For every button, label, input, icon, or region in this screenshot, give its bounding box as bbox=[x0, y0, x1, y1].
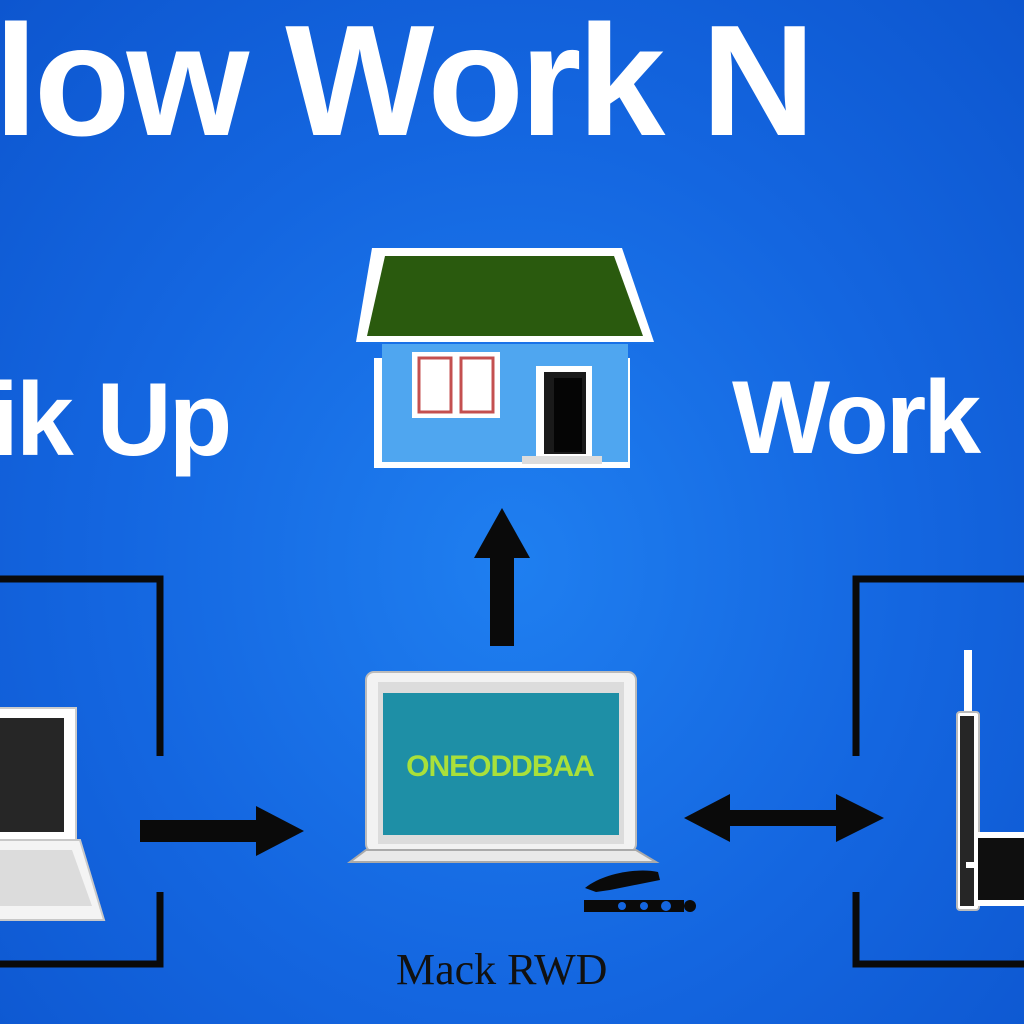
left-laptop-icon bbox=[0, 707, 106, 921]
laptop-screen bbox=[383, 693, 619, 835]
laptop-screen-text: ONEODDBAA bbox=[406, 750, 595, 783]
title-text: low Work N bbox=[0, 0, 815, 169]
right-label: Work bbox=[732, 360, 981, 476]
left-frame bbox=[0, 575, 164, 968]
left-label: ik Up bbox=[0, 362, 232, 478]
router-icon bbox=[956, 650, 1024, 911]
double-arrow-icon bbox=[684, 794, 884, 842]
roof-shape bbox=[367, 256, 643, 336]
up-arrow-icon bbox=[474, 508, 530, 646]
caption-text: Mack RWD bbox=[396, 945, 608, 994]
right-arrow-icon bbox=[140, 806, 304, 856]
house-icon bbox=[356, 248, 654, 468]
right-frame bbox=[852, 575, 1024, 968]
center-laptop-icon bbox=[347, 671, 696, 912]
